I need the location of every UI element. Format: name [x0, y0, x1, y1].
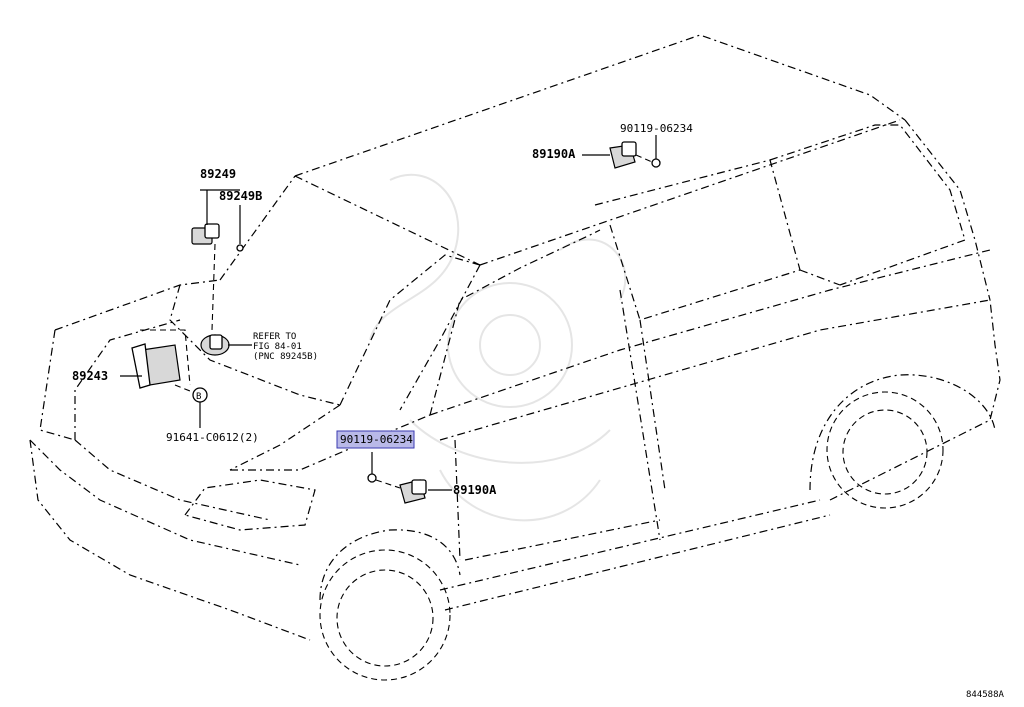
part-89190a-side-sensor[interactable]	[399, 479, 452, 504]
reference-note-line3: (PNC 89245B)	[253, 352, 318, 362]
van-body	[29, 34, 1001, 681]
label-89249b[interactable]: 89249B	[219, 189, 262, 203]
part-90119-side-screw[interactable]	[367, 452, 401, 489]
watermark-logo	[369, 173, 627, 522]
part-89249b-clip[interactable]	[236, 205, 244, 252]
label-89190a-side[interactable]: 89190A	[453, 483, 497, 497]
part-89190a-top-sensor[interactable]	[582, 141, 637, 169]
label-89249[interactable]: 89249	[200, 167, 236, 181]
part-89243-bracket[interactable]	[120, 343, 181, 389]
figure-id: 844588A	[966, 690, 1005, 700]
ref-b-marker: B	[196, 392, 201, 402]
highlight-90119-side	[336, 430, 415, 449]
label-90119-top[interactable]: 90119-06234	[620, 122, 693, 135]
leader-89249-down	[211, 243, 216, 331]
part-89249-sensor[interactable]	[191, 190, 220, 245]
part-91641-bolt[interactable]	[174, 384, 208, 428]
bracket-outline	[140, 329, 191, 386]
part-89245b-reference[interactable]	[200, 334, 252, 356]
reference-note-line1: REFER TO	[253, 332, 296, 342]
reference-note-line2: FIG 84-01	[253, 342, 302, 352]
label-90119-side[interactable]: 90119-06234	[340, 433, 413, 446]
label-91641[interactable]: 91641-C0612(2)	[166, 431, 259, 444]
part-90119-top-screw[interactable]	[635, 135, 661, 168]
label-89243[interactable]: 89243	[72, 369, 108, 383]
label-89190a-top[interactable]: 89190A	[532, 147, 576, 161]
